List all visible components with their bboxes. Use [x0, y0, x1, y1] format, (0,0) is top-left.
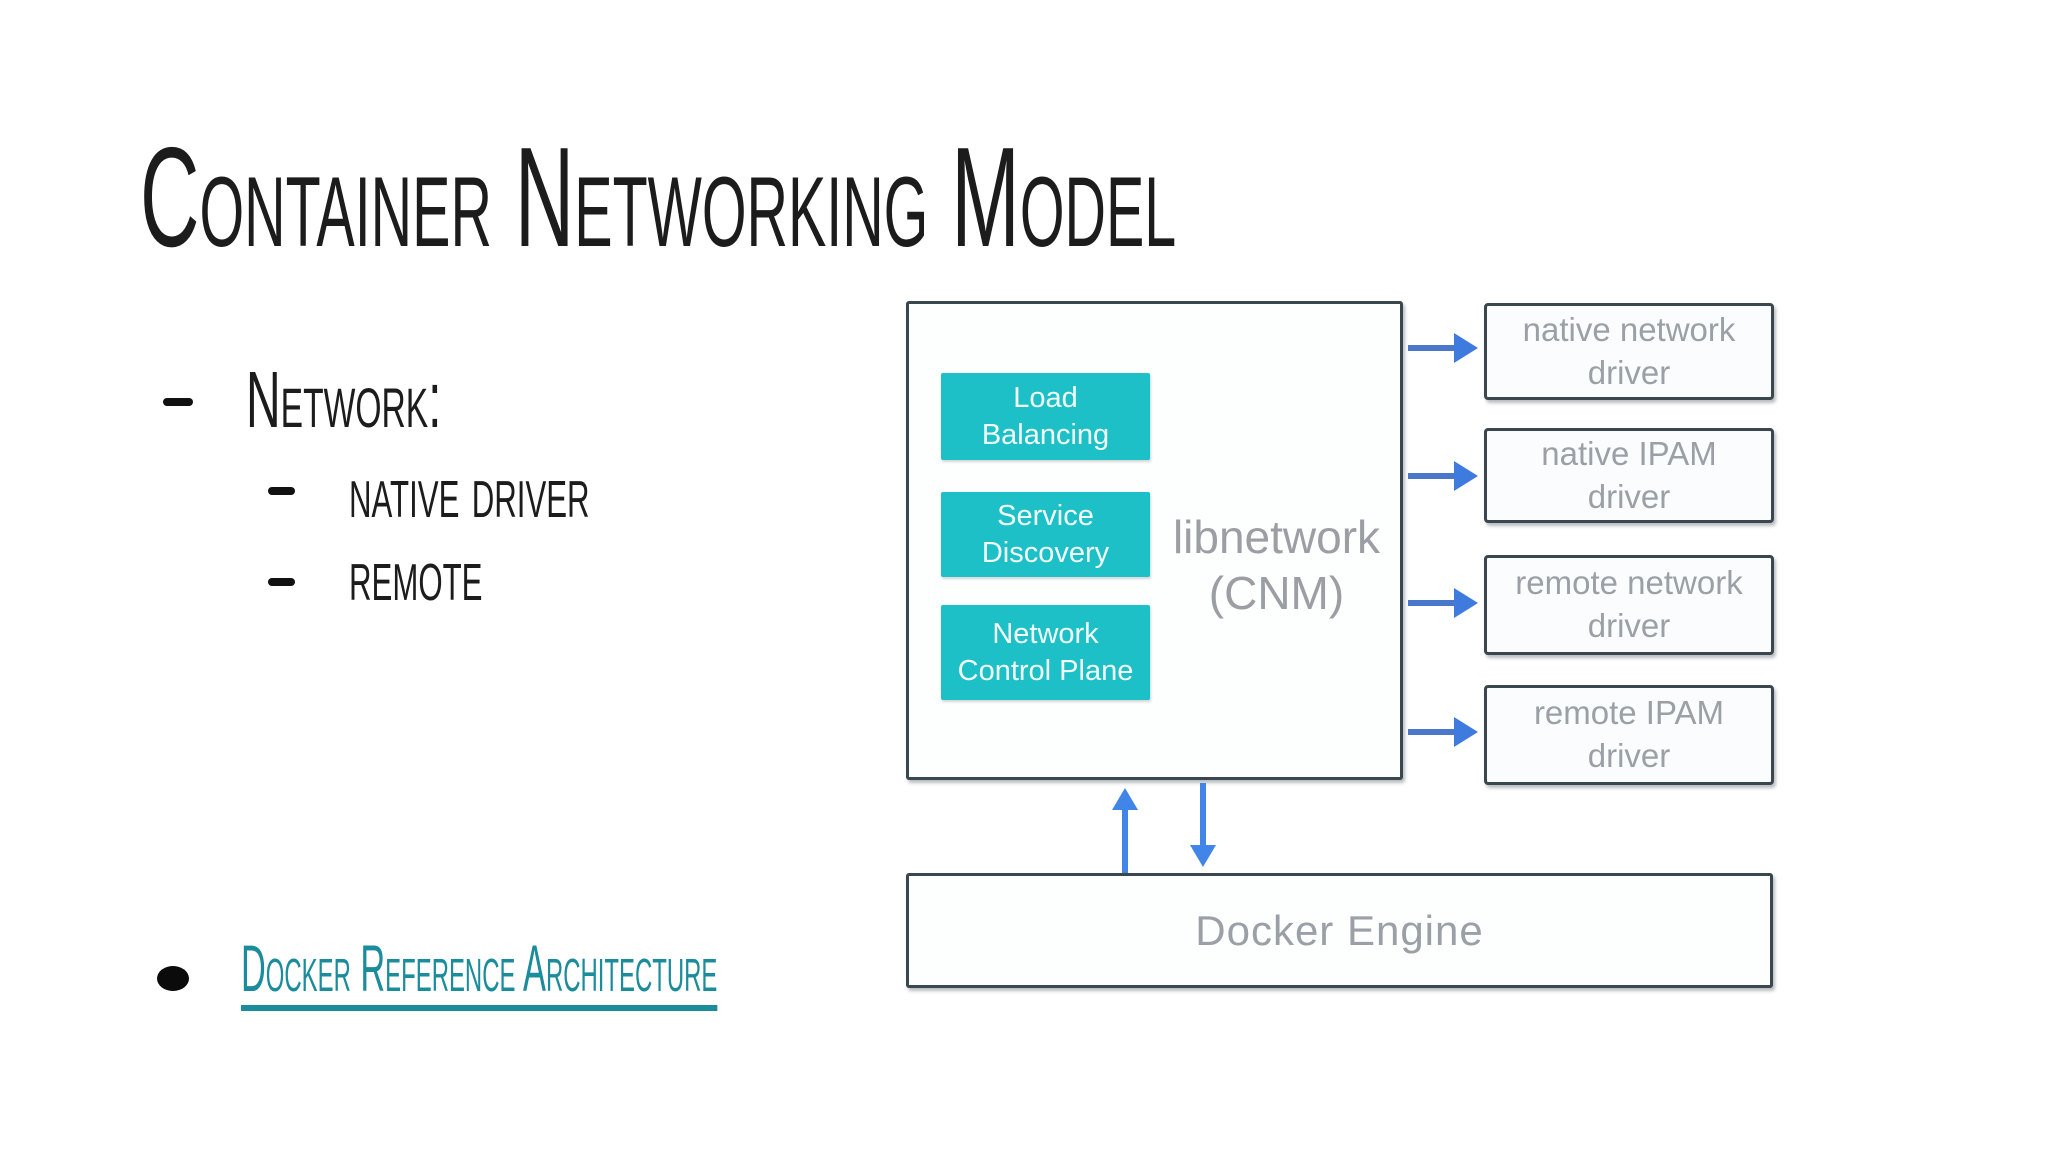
dash-bullet-icon — [268, 578, 295, 586]
dash-bullet-icon — [163, 398, 193, 406]
arrow-right-icon — [1408, 461, 1480, 491]
native-network-driver-box: native network driver — [1484, 303, 1774, 400]
service-discovery-box: Service Discovery — [941, 492, 1150, 577]
arrow-down-icon — [1188, 783, 1218, 871]
load-balancing-box: Load Balancing — [941, 373, 1150, 460]
link-wrap: Docker Reference Architecture — [241, 935, 718, 1011]
arrow-right-icon — [1408, 717, 1480, 747]
libnetwork-label-line2: (CNM) — [1208, 567, 1345, 619]
page-title: Container Networking Model — [140, 118, 1177, 277]
docker-engine-box: Docker Engine — [906, 873, 1773, 988]
native-ipam-driver-box: native IPAM driver — [1484, 428, 1774, 523]
libnetwork-label-line1: libnetwork — [1172, 511, 1381, 563]
docker-reference-architecture-link[interactable]: Docker Reference Architecture — [241, 935, 718, 1011]
libnetwork-cnm-label: libnetwork (CNM) — [1150, 514, 1403, 616]
docker-engine-label: Docker Engine — [1195, 906, 1484, 954]
arrow-up-icon — [1110, 788, 1140, 876]
bullet-native-driver: native driver — [349, 450, 590, 533]
bullet-network: Network: — [246, 355, 442, 444]
dash-bullet-icon — [268, 487, 295, 495]
dot-bullet-icon — [157, 966, 189, 991]
remote-network-driver-box: remote network driver — [1484, 555, 1774, 655]
bullet-remote: remote — [349, 533, 483, 616]
arrow-right-icon — [1408, 588, 1480, 618]
arrow-right-icon — [1408, 333, 1480, 363]
network-control-plane-box: Network Control Plane — [941, 605, 1150, 700]
remote-ipam-driver-box: remote IPAM driver — [1484, 685, 1774, 785]
